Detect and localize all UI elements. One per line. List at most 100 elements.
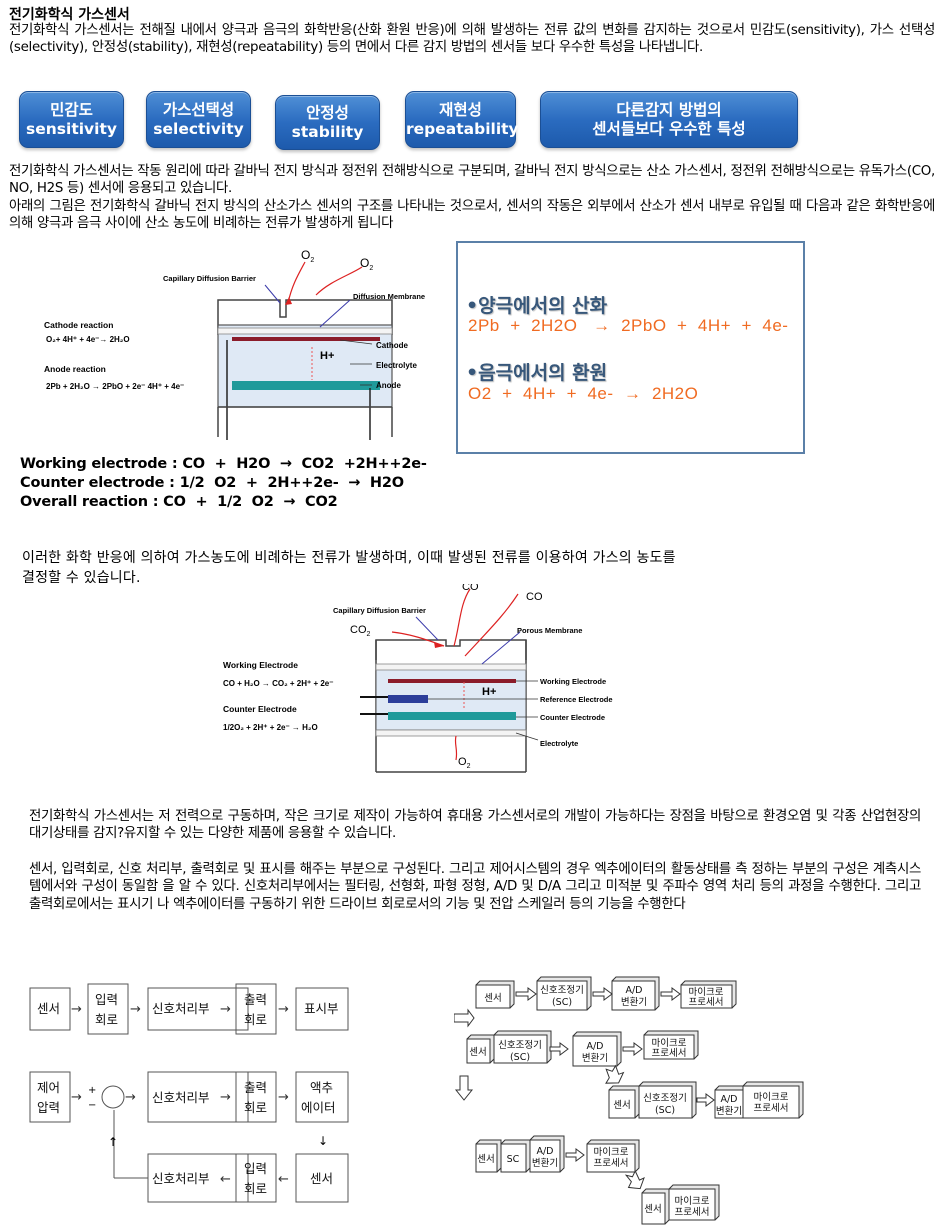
working-electrode-eq: Working electrode : CO + H2O → CO2 +2H++…	[20, 456, 427, 472]
pipe-sc-3a: 신호조정기	[643, 1093, 687, 1104]
pipe-sc-1a: 신호조정기	[540, 985, 584, 996]
pipe-sensor-5: 센서	[644, 1204, 661, 1215]
overall-reaction-eq: Overall reaction : CO + 1/2 O2 → CO2	[20, 494, 338, 510]
block-input-a: 입력	[95, 992, 118, 1007]
pipe-ad-4a: A/D	[536, 1146, 553, 1157]
cathode-label: Cathode	[376, 341, 409, 350]
pipe-mp-5a: 마이크로	[675, 1196, 710, 1207]
pipe-sc-2b: (SC)	[510, 1052, 530, 1063]
block-display: 표시부	[304, 1001, 339, 1016]
svg-text:→: →	[220, 1002, 231, 1017]
pill-stability: 안정성 stability	[275, 95, 380, 150]
pill-label-en: selectivity	[153, 119, 244, 138]
pill-label-ko: 가스선택성	[162, 100, 235, 119]
hplus-label: H+	[320, 350, 334, 362]
pill-label-ko: 다른감지 방법의	[616, 100, 722, 119]
anode-label: Anode	[376, 381, 401, 390]
pipe-ad-3a: A/D	[720, 1094, 737, 1105]
pill-repeatability: 재현성 repeatability	[405, 91, 519, 148]
co-label-right: CO	[526, 591, 543, 603]
reduction-formula: O2 + 4H+ + 4e- → 2H2O	[468, 384, 699, 403]
capillary-label: Capillary Diffusion Barrier	[333, 606, 426, 615]
block-input-2a: 입력	[244, 1161, 267, 1176]
co-sensor-diagram: CO CO CO2 O2 Capillary Diffusion Barrier…	[223, 584, 613, 773]
system-block-diagram: → → → → → → → → ← ← ↑ ↓ + − 센서 입력 회로 신호처…	[29, 983, 349, 1203]
pill-label-ko: 재현성	[439, 100, 482, 119]
pipe-mp-1a: 마이크로	[689, 987, 724, 998]
pill-label-en: repeatability	[406, 119, 519, 138]
pill-label-en: stability	[291, 122, 364, 141]
feedback-arrow-up: ↑	[108, 1135, 118, 1149]
pipe-sc-2a: 신호조정기	[498, 1040, 542, 1051]
ce-label: Counter Electrode	[540, 713, 605, 722]
counter-electrode-eq: Counter electrode : 1/2 O2 + 2H++2e- → H…	[20, 475, 404, 491]
application-paragraph: 전기화학식 가스센서는 저 전력으로 구동하며, 작은 크기로 제작이 가능하여…	[29, 809, 921, 842]
svg-text:→: →	[71, 1090, 82, 1105]
counter-electrode-title: Counter Electrode	[223, 704, 297, 714]
block-signal-proc-3: 신호처리부	[152, 1171, 210, 1186]
svg-text:←: ←	[278, 1172, 289, 1187]
co-label-top: CO	[462, 584, 479, 593]
reduction-heading: •음극에서의 환원	[466, 362, 608, 384]
summing-plus: +	[88, 1085, 96, 1096]
block-control-b: 압력	[37, 1100, 60, 1115]
current-paragraph-line1: 이러한 화학 반응에 의하여 가스농도에 비례하는 전류가 발생하며, 이때 발…	[22, 550, 676, 566]
pipe-ad-4b: 변환기	[532, 1157, 558, 1169]
oxygen-sensor-diagram: O2 O2 Capillary Diffusion Barrier Diffus…	[44, 248, 425, 440]
oxidation-heading: •양극에서의 산화	[466, 295, 608, 317]
svg-text:→: →	[220, 1090, 231, 1105]
page-title: 전기화학식 가스센서	[9, 7, 130, 23]
block-sensor-2: 센서	[310, 1171, 333, 1186]
pill-label-ko: 안정성	[306, 103, 349, 122]
electrolyte-label: Electrolyte	[376, 361, 417, 370]
block-output-a: 출력	[244, 992, 267, 1007]
system-paragraph: 센서, 입력회로, 신호 처리부, 출력회로 및 표시를 해주는 부분으로 구성…	[29, 862, 921, 912]
pipe-mp-2b: 프로세서	[652, 1048, 687, 1059]
svg-text:→: →	[278, 1090, 289, 1105]
svg-text:→: →	[278, 1002, 289, 1017]
pill-superior: 다른감지 방법의 센서들보다 우수한 특성	[540, 91, 798, 148]
reaction-box: •양극에서의 산화 2Pb + 2H2O → 2PbO + 4H+ + 4e- …	[456, 241, 805, 454]
svg-text:←: ←	[220, 1172, 231, 1187]
block-output-2a: 출력	[244, 1080, 267, 1095]
pipe-sc-3b: (SC)	[655, 1105, 675, 1116]
membrane-label: Diffusion Membrane	[353, 292, 425, 301]
we-label: Working Electrode	[540, 677, 606, 686]
pipe-sensor-2: 센서	[469, 1047, 486, 1058]
current-paragraph-line2: 결정할 수 있습니다.	[22, 570, 141, 586]
block-signal-proc: 신호처리부	[152, 1001, 210, 1016]
svg-text:→: →	[71, 1002, 82, 1017]
block-actuator-a: 액추	[310, 1080, 333, 1095]
svg-text:→: →	[130, 1002, 141, 1017]
block-output-2b: 회로	[244, 1100, 267, 1115]
oxidation-formula: 2Pb + 2H2O → 2PbO + 4H+ + 4e-	[468, 316, 789, 335]
principle-paragraph: 전기화학식 가스센서는 작동 원리에 따라 갈바닉 전지 방식과 정전위 전해방…	[9, 164, 935, 197]
pipe-sensor-1: 센서	[484, 993, 501, 1004]
o2-label-right: O2	[360, 256, 373, 272]
pipe-sensor-4: 센서	[477, 1154, 494, 1165]
pipe-mp-4a: 마이크로	[594, 1147, 629, 1158]
pill-label-en: sensitivity	[26, 119, 117, 138]
summing-minus: −	[88, 1100, 96, 1111]
pipe-mp-4b: 프로세서	[594, 1158, 629, 1169]
pipe-mp-3b: 프로세서	[754, 1103, 789, 1114]
block-actuator-b: 에이터	[301, 1100, 336, 1115]
pill-selectivity: 가스선택성 selectivity	[146, 91, 251, 148]
co2-label: CO2	[350, 624, 371, 638]
feedback-arrow-down: ↓	[318, 1134, 328, 1148]
block-sensor: 센서	[37, 1001, 60, 1016]
pipe-sc-1b: (SC)	[552, 997, 572, 1008]
anode-reaction-eq: 2Pb + 2H₂O → 2PbO + 2e⁻ 4H⁺ + 4e⁻	[46, 382, 184, 391]
pipe-ad-2a: A/D	[586, 1041, 603, 1052]
counter-electrode-reaction: 1/2O₂ + 2H⁺ + 2e⁻ → H₂O	[223, 723, 318, 732]
pipe-ad-1a: A/D	[625, 985, 642, 996]
pipe-mp-3a: 마이크로	[754, 1092, 789, 1103]
working-electrode-title: Working Electrode	[223, 660, 298, 670]
anode-reaction-title: Anode reaction	[44, 364, 106, 374]
pill-label-ko: 민감도	[50, 100, 93, 119]
pipe-mp-5b: 프로세서	[675, 1207, 710, 1218]
intro-paragraph: 전기화학식 가스센서는 전해질 내에서 양극과 음극의 화학반응(산화 환원 반…	[9, 23, 935, 56]
block-output-b: 회로	[244, 1012, 267, 1027]
electrolyte-label: Electrolyte	[540, 739, 578, 748]
pipe-mp-2a: 마이크로	[652, 1038, 687, 1049]
